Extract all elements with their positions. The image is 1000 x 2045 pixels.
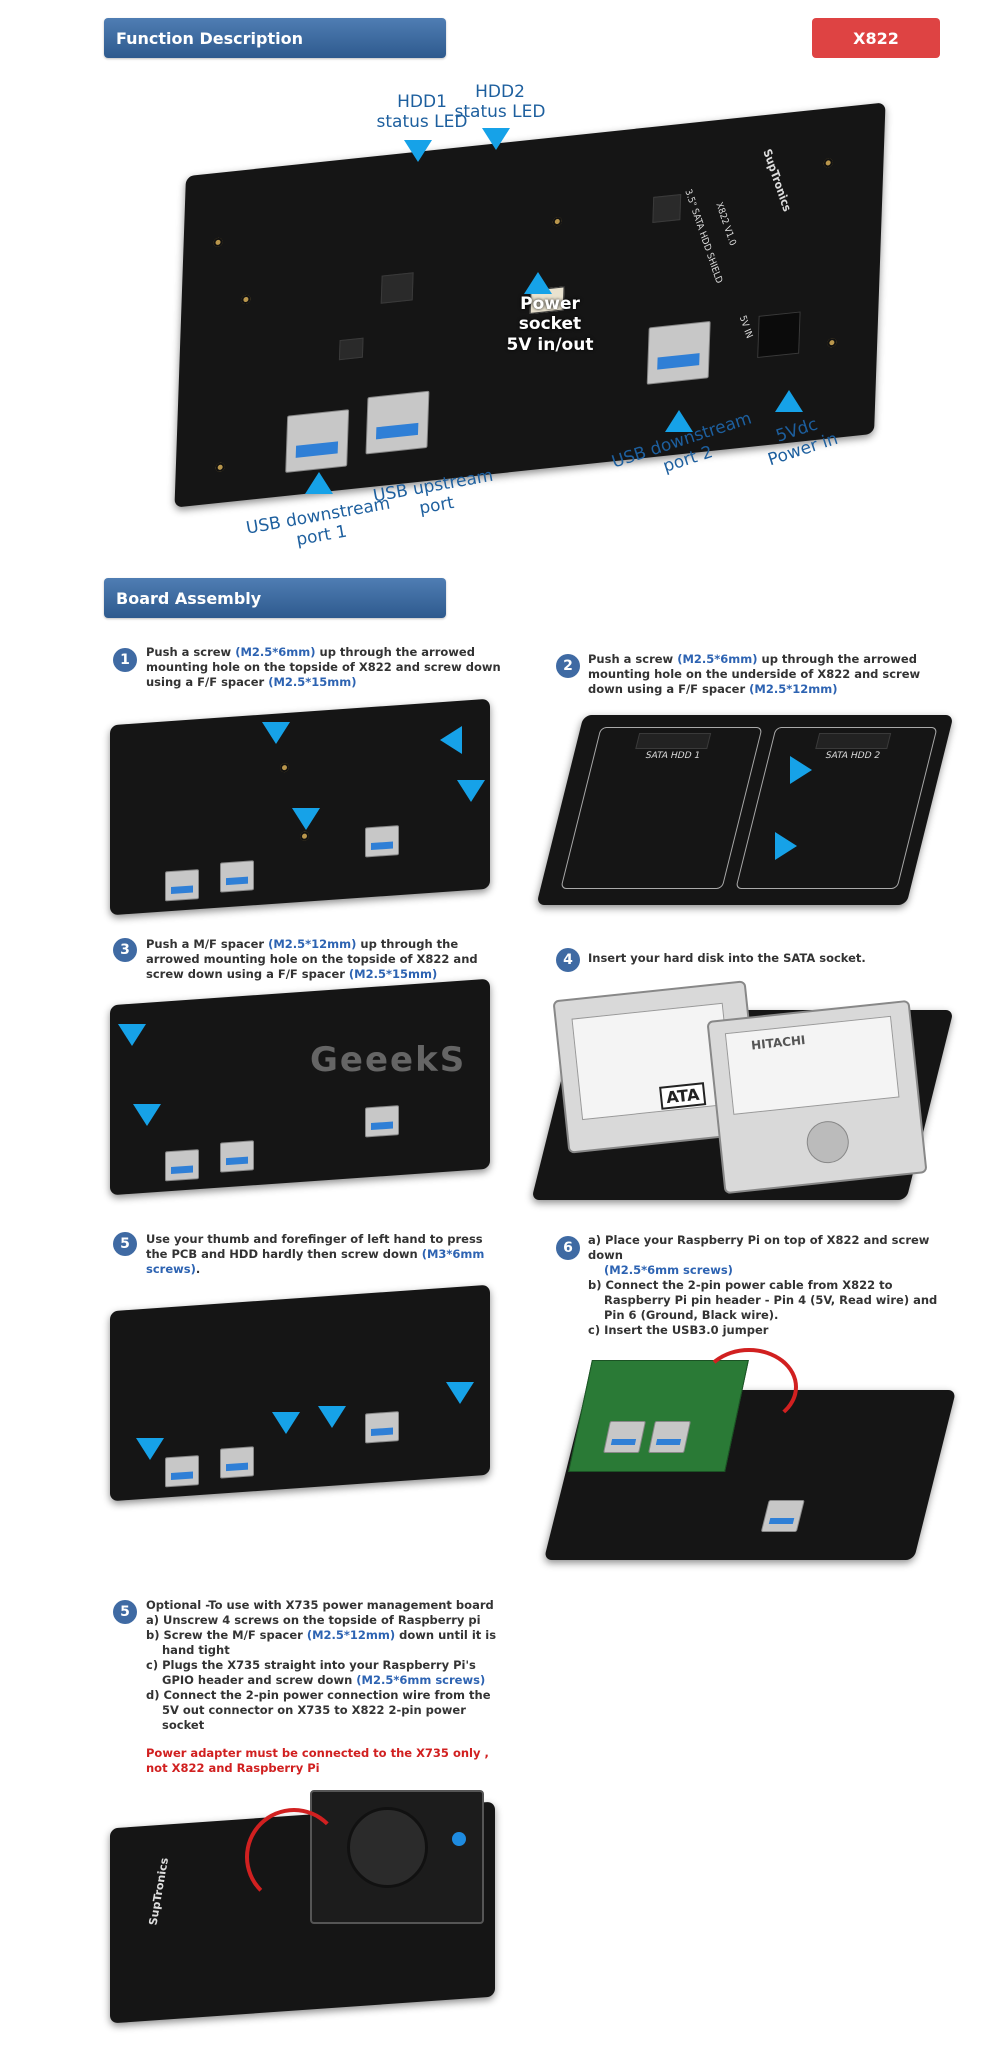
step-3-text: Push a M/F spacer (M2.5*12mm) up through… — [146, 937, 478, 981]
arrow-down — [262, 722, 290, 744]
callout-hdd2-led: HDD2 status LED — [454, 82, 546, 123]
mounting-hole — [241, 294, 251, 305]
mounting-hole — [280, 762, 289, 773]
callout-hdd1-led: HDD1 status LED — [376, 92, 468, 133]
usb-port — [165, 1149, 199, 1182]
mounting-hole — [552, 216, 562, 227]
mounting-hole — [823, 157, 833, 168]
board-silk-model: X822 V1.0 — [713, 200, 738, 248]
step-2-text: Push a screw (M2.5*6mm) up through the a… — [588, 652, 921, 696]
power-button-icon — [452, 1832, 466, 1846]
usb-port — [220, 1140, 254, 1173]
arrow-down — [136, 1438, 164, 1460]
power-wire — [245, 1808, 343, 1906]
watermark: GeeekS — [310, 1040, 467, 1080]
function-description-header: Function Description — [104, 18, 446, 58]
dc-jack — [757, 311, 801, 359]
usb-port — [220, 1446, 254, 1479]
step-number: 5 — [113, 1232, 137, 1256]
arrow-down — [272, 1412, 300, 1434]
usb-port — [365, 1105, 399, 1138]
arrow-hdd2 — [482, 128, 510, 150]
mounting-hole — [213, 237, 223, 248]
arrow-usb-down-1 — [305, 472, 333, 494]
board-assembly-header: Board Assembly — [104, 578, 446, 618]
board-brand: SupTronics — [760, 146, 794, 214]
arrow-right — [790, 756, 812, 784]
header-title: Board Assembly — [116, 588, 262, 608]
model-label: X822 — [853, 28, 899, 48]
pi-usb-port — [648, 1421, 691, 1453]
arrow-power-socket — [524, 272, 552, 294]
header-title: Function Description — [116, 28, 303, 48]
pi-usb-port — [603, 1421, 646, 1453]
step-2-board-underside: SATA HDD 1 SATA HDD 2 — [536, 715, 954, 905]
mounting-hole — [215, 462, 225, 473]
model-badge: X822 — [812, 18, 940, 58]
board-brand: SupTronics — [146, 1857, 172, 1926]
power-warning: Power adapter must be connected to the X… — [146, 1746, 489, 1776]
power-cable — [700, 1348, 798, 1426]
step-number: 5 — [113, 1600, 137, 1624]
step-6-text: a) Place your Raspberry Pi on top of X82… — [588, 1233, 938, 1337]
step-number: 3 — [113, 938, 137, 962]
fan-icon — [347, 1807, 428, 1888]
sata2-label: SATA HDD 2 — [824, 751, 882, 761]
arrow-left — [440, 726, 462, 754]
mounting-hole — [300, 831, 309, 841]
usb-port — [165, 1455, 199, 1488]
chip — [380, 272, 414, 304]
sata-socket — [815, 733, 892, 749]
usb-port — [760, 1500, 805, 1532]
hard-disk-2: HITACHI — [706, 999, 928, 1195]
step-1-board-image — [110, 698, 490, 916]
arrow-right — [775, 832, 797, 860]
mounting-hole — [827, 337, 837, 348]
step-number: 4 — [556, 948, 580, 972]
board-silk-5v: 5V IN — [736, 314, 754, 341]
sata-socket — [635, 733, 712, 749]
usb-port — [220, 860, 254, 893]
arrow-usb-down-2 — [665, 410, 693, 432]
step-4-text: Insert your hard disk into the SATA sock… — [588, 951, 866, 965]
arrow-power-in — [775, 390, 803, 412]
arrow-down — [457, 780, 485, 802]
usb-port — [165, 869, 199, 902]
step-number: 2 — [556, 654, 580, 678]
step-5-text: Use your thumb and forefinger of left ha… — [146, 1232, 485, 1276]
arrow-down — [446, 1382, 474, 1404]
arrow-down — [318, 1406, 346, 1428]
arrow-hdd1 — [404, 140, 432, 162]
arrow-down — [133, 1104, 161, 1126]
usb-port — [646, 320, 711, 385]
usb-port — [285, 409, 350, 473]
hdd-ata-label: ATA — [659, 1082, 707, 1110]
step-1-text: Push a screw (M2.5*6mm) up through the a… — [146, 645, 501, 689]
step-number: 6 — [556, 1236, 580, 1260]
sata1-label: SATA HDD 1 — [644, 751, 702, 761]
arrow-down — [292, 808, 320, 830]
hdd-label — [724, 1015, 900, 1115]
usb-port — [365, 825, 399, 858]
callout-power-socket: Power socket 5V in/out — [506, 294, 594, 355]
usb-port — [365, 390, 430, 455]
optional-step-text: Optional -To use with X735 power managem… — [146, 1598, 506, 1776]
x735-board-stack — [310, 1790, 484, 1924]
step-3-board-image — [110, 978, 490, 1196]
chip — [652, 193, 682, 224]
chip — [338, 337, 364, 361]
step-number: 1 — [113, 648, 137, 672]
usb-port — [365, 1411, 399, 1444]
hdd-motor — [804, 1119, 851, 1166]
step-5-board-image — [110, 1284, 490, 1502]
arrow-down — [118, 1024, 146, 1046]
